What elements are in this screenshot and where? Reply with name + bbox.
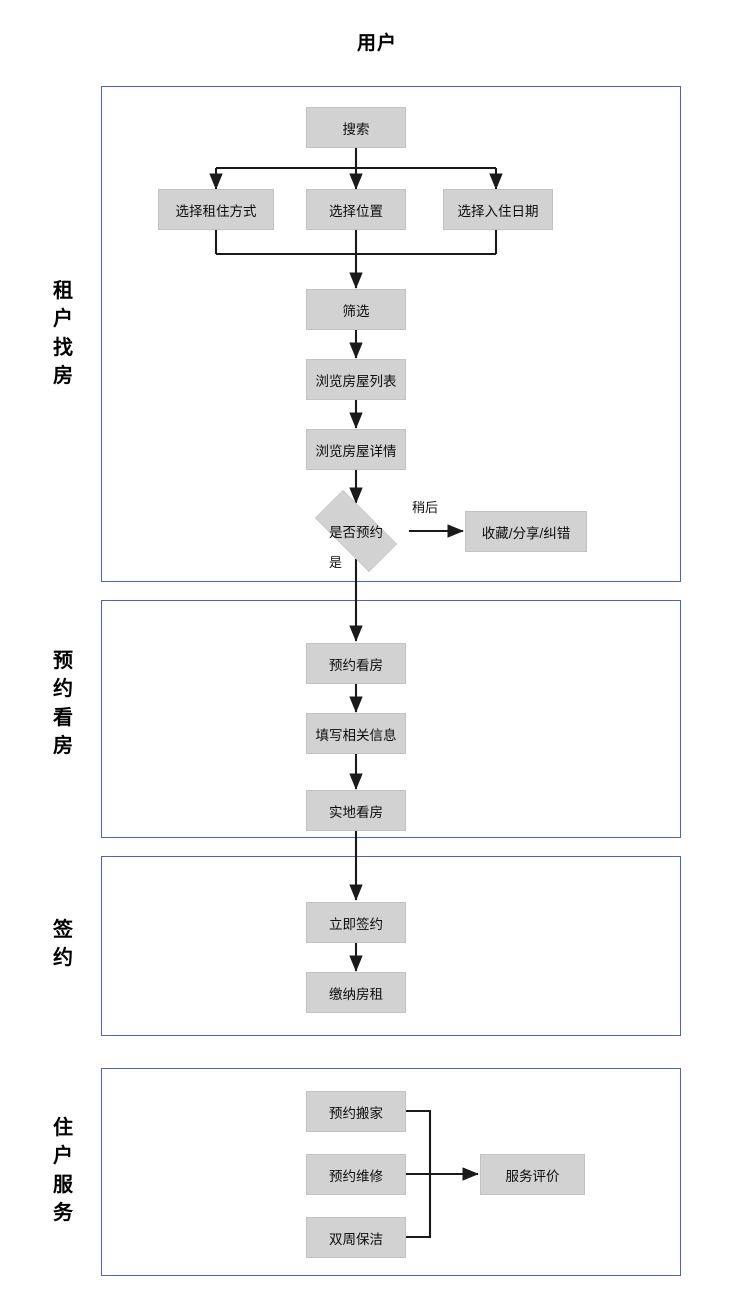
stage-label-char: 户 — [53, 1145, 73, 1168]
node-pay-rent[interactable]: 缴纳房租 — [306, 972, 406, 1013]
stage-label-char: 户 — [53, 308, 73, 331]
stage-label-char: 租 — [53, 280, 73, 302]
stage-box-sign-contract — [101, 856, 681, 1036]
page-title: 用户 — [356, 33, 397, 54]
stage-label-resident-service: 住 户 服 务 — [40, 1114, 86, 1228]
node-select-location[interactable]: 选择位置 — [306, 189, 406, 230]
node-sign-now[interactable]: 立即签约 — [306, 902, 406, 943]
stage-label-book-viewing: 预 约 看 房 — [40, 647, 86, 761]
stage-box-book-viewing — [101, 600, 681, 838]
node-search[interactable]: 搜索 — [306, 107, 406, 148]
node-book-repair[interactable]: 预约维修 — [306, 1154, 406, 1195]
node-select-movein-date[interactable]: 选择入住日期 — [443, 189, 553, 230]
node-decision-reserve[interactable]: 是否预约 — [302, 490, 410, 572]
node-service-review[interactable]: 服务评价 — [480, 1154, 585, 1195]
node-fill-info[interactable]: 填写相关信息 — [306, 713, 406, 754]
stage-label-char: 服 — [53, 1173, 73, 1196]
edge-label-yes: 是 — [329, 555, 343, 570]
node-book-viewing[interactable]: 预约看房 — [306, 643, 406, 684]
stage-label-char: 房 — [53, 735, 73, 758]
node-browse-house-detail[interactable]: 浏览房屋详情 — [306, 429, 406, 470]
stage-label-sign-contract: 签 约 — [40, 916, 86, 973]
stage-label-tenant-search: 租 户 找 房 — [40, 277, 86, 391]
decision-label: 是否预约 — [329, 525, 383, 540]
node-book-moving[interactable]: 预约搬家 — [306, 1091, 406, 1132]
node-biweekly-cleaning[interactable]: 双周保洁 — [306, 1217, 406, 1258]
stage-label-char: 约 — [53, 947, 73, 970]
node-onsite-viewing[interactable]: 实地看房 — [306, 790, 406, 831]
stage-label-char: 看 — [53, 706, 73, 729]
stage-label-char: 务 — [53, 1202, 73, 1225]
node-filter[interactable]: 筛选 — [306, 289, 406, 330]
stage-label-char: 房 — [53, 365, 73, 388]
stage-box-resident-service — [101, 1068, 681, 1276]
stage-label-char: 约 — [53, 678, 73, 701]
stage-box-tenant-search — [101, 86, 681, 582]
stage-label-char: 签 — [53, 919, 73, 941]
node-favorite-share-report[interactable]: 收藏/分享/纠错 — [465, 511, 587, 552]
edge-label-later: 稍后 — [412, 500, 439, 515]
stage-label-char: 预 — [53, 650, 73, 672]
node-select-rent-mode[interactable]: 选择租住方式 — [158, 189, 274, 230]
node-browse-house-list[interactable]: 浏览房屋列表 — [306, 359, 406, 400]
stage-label-char: 找 — [53, 336, 73, 359]
stage-label-char: 住 — [53, 1117, 73, 1139]
